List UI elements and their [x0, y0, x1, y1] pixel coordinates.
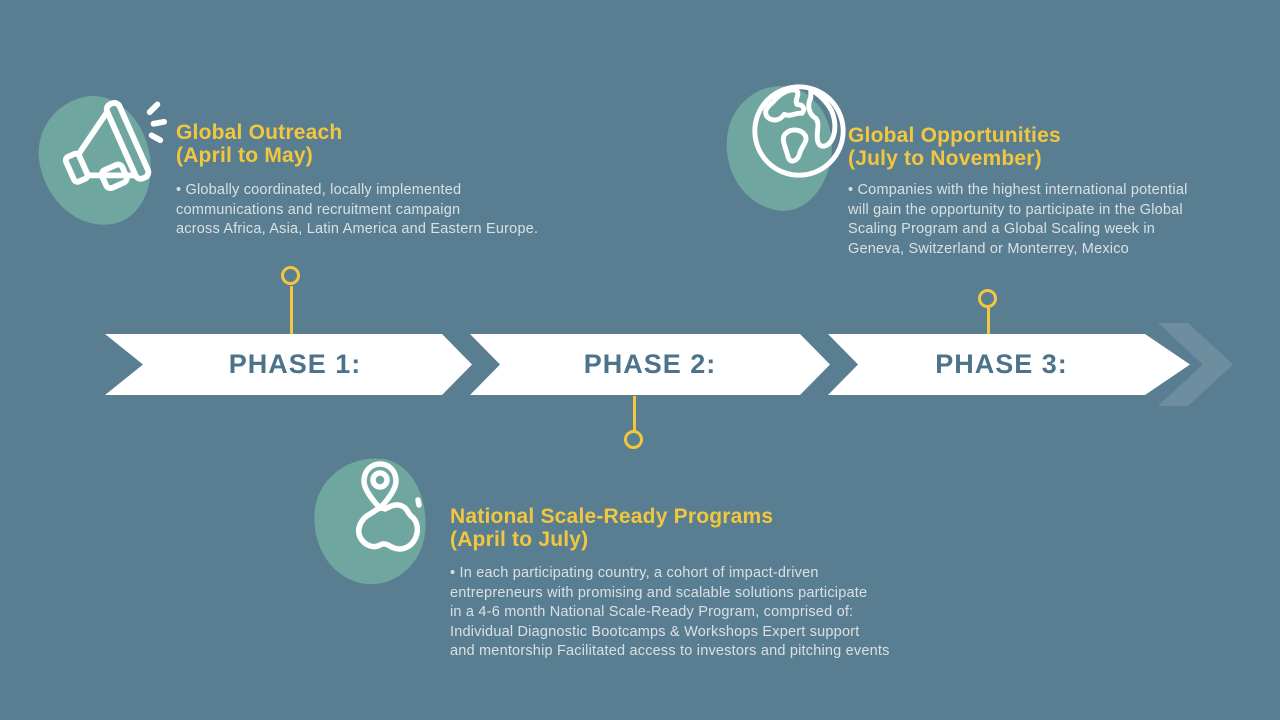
- ghost-next-chevron-icon: [1158, 323, 1233, 406]
- phase-2-title: National Scale-Ready Programs (April to …: [450, 505, 774, 551]
- phase-3-title: Global Opportunities (July to November): [848, 124, 1061, 170]
- australia-map-pin-icon: [356, 461, 422, 552]
- phase-1-title: Global Outreach (April to May): [176, 121, 343, 167]
- phase-2-connector-ring: [624, 430, 643, 449]
- phase-2-banner-label: PHASE 2:: [583, 349, 717, 379]
- phase-3-description: • Companies with the highest internation…: [848, 182, 1188, 257]
- phase-3-banner-label: PHASE 3:: [935, 349, 1068, 379]
- banner-separator-chevron-1: [442, 334, 500, 395]
- phase-2-description: • In each participating country, a cohor…: [450, 565, 890, 659]
- banner-ribbon: [105, 334, 1190, 395]
- megaphone-icon: [62, 100, 168, 192]
- phase-2-connector-line: [633, 396, 636, 431]
- globe-icon: [752, 84, 846, 178]
- phase-1-connector-line: [290, 286, 293, 335]
- phase-3-connector-line: [987, 308, 990, 335]
- phase-1-description: • Globally coordinated, locally implemen…: [176, 182, 539, 237]
- phase-1-banner-label: PHASE 1:: [228, 349, 362, 379]
- phase-3-connector-ring: [978, 289, 997, 308]
- phase-1-connector-ring: [281, 266, 300, 285]
- banner-separator-chevron-2: [800, 334, 858, 395]
- timeline-arrow-banner: [105, 323, 1233, 406]
